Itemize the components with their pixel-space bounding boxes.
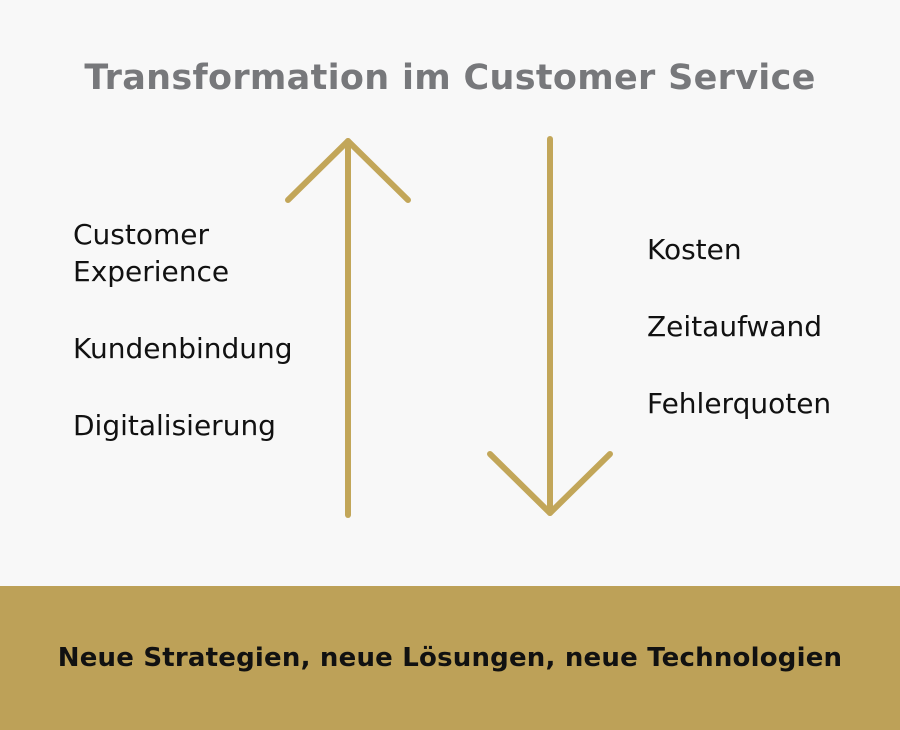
decrease-item: Fehlerquoten [647,387,832,420]
arrows [285,136,613,518]
diagram-title: Transformation im Customer Service [84,58,816,98]
decrease-list: Kosten Zeitaufwand Fehlerquoten [647,231,877,462]
down-arrow [487,136,613,516]
footer-text: Neue Strategien, neue Lösungen, neue Tec… [57,643,843,673]
up-arrow [285,138,411,518]
increase-item: Digitalisierung [73,409,276,442]
increase-item: Customer Experience [73,218,230,288]
decrease-item: Kosten [647,233,742,266]
increase-item: Kundenbindung [73,332,293,365]
decrease-item: Zeitaufwand [647,310,823,343]
footer-banner: Neue Strategien, neue Lösungen, neue Tec… [0,586,900,730]
increase-list: Customer Experience Kundenbindung Digita… [73,216,323,484]
